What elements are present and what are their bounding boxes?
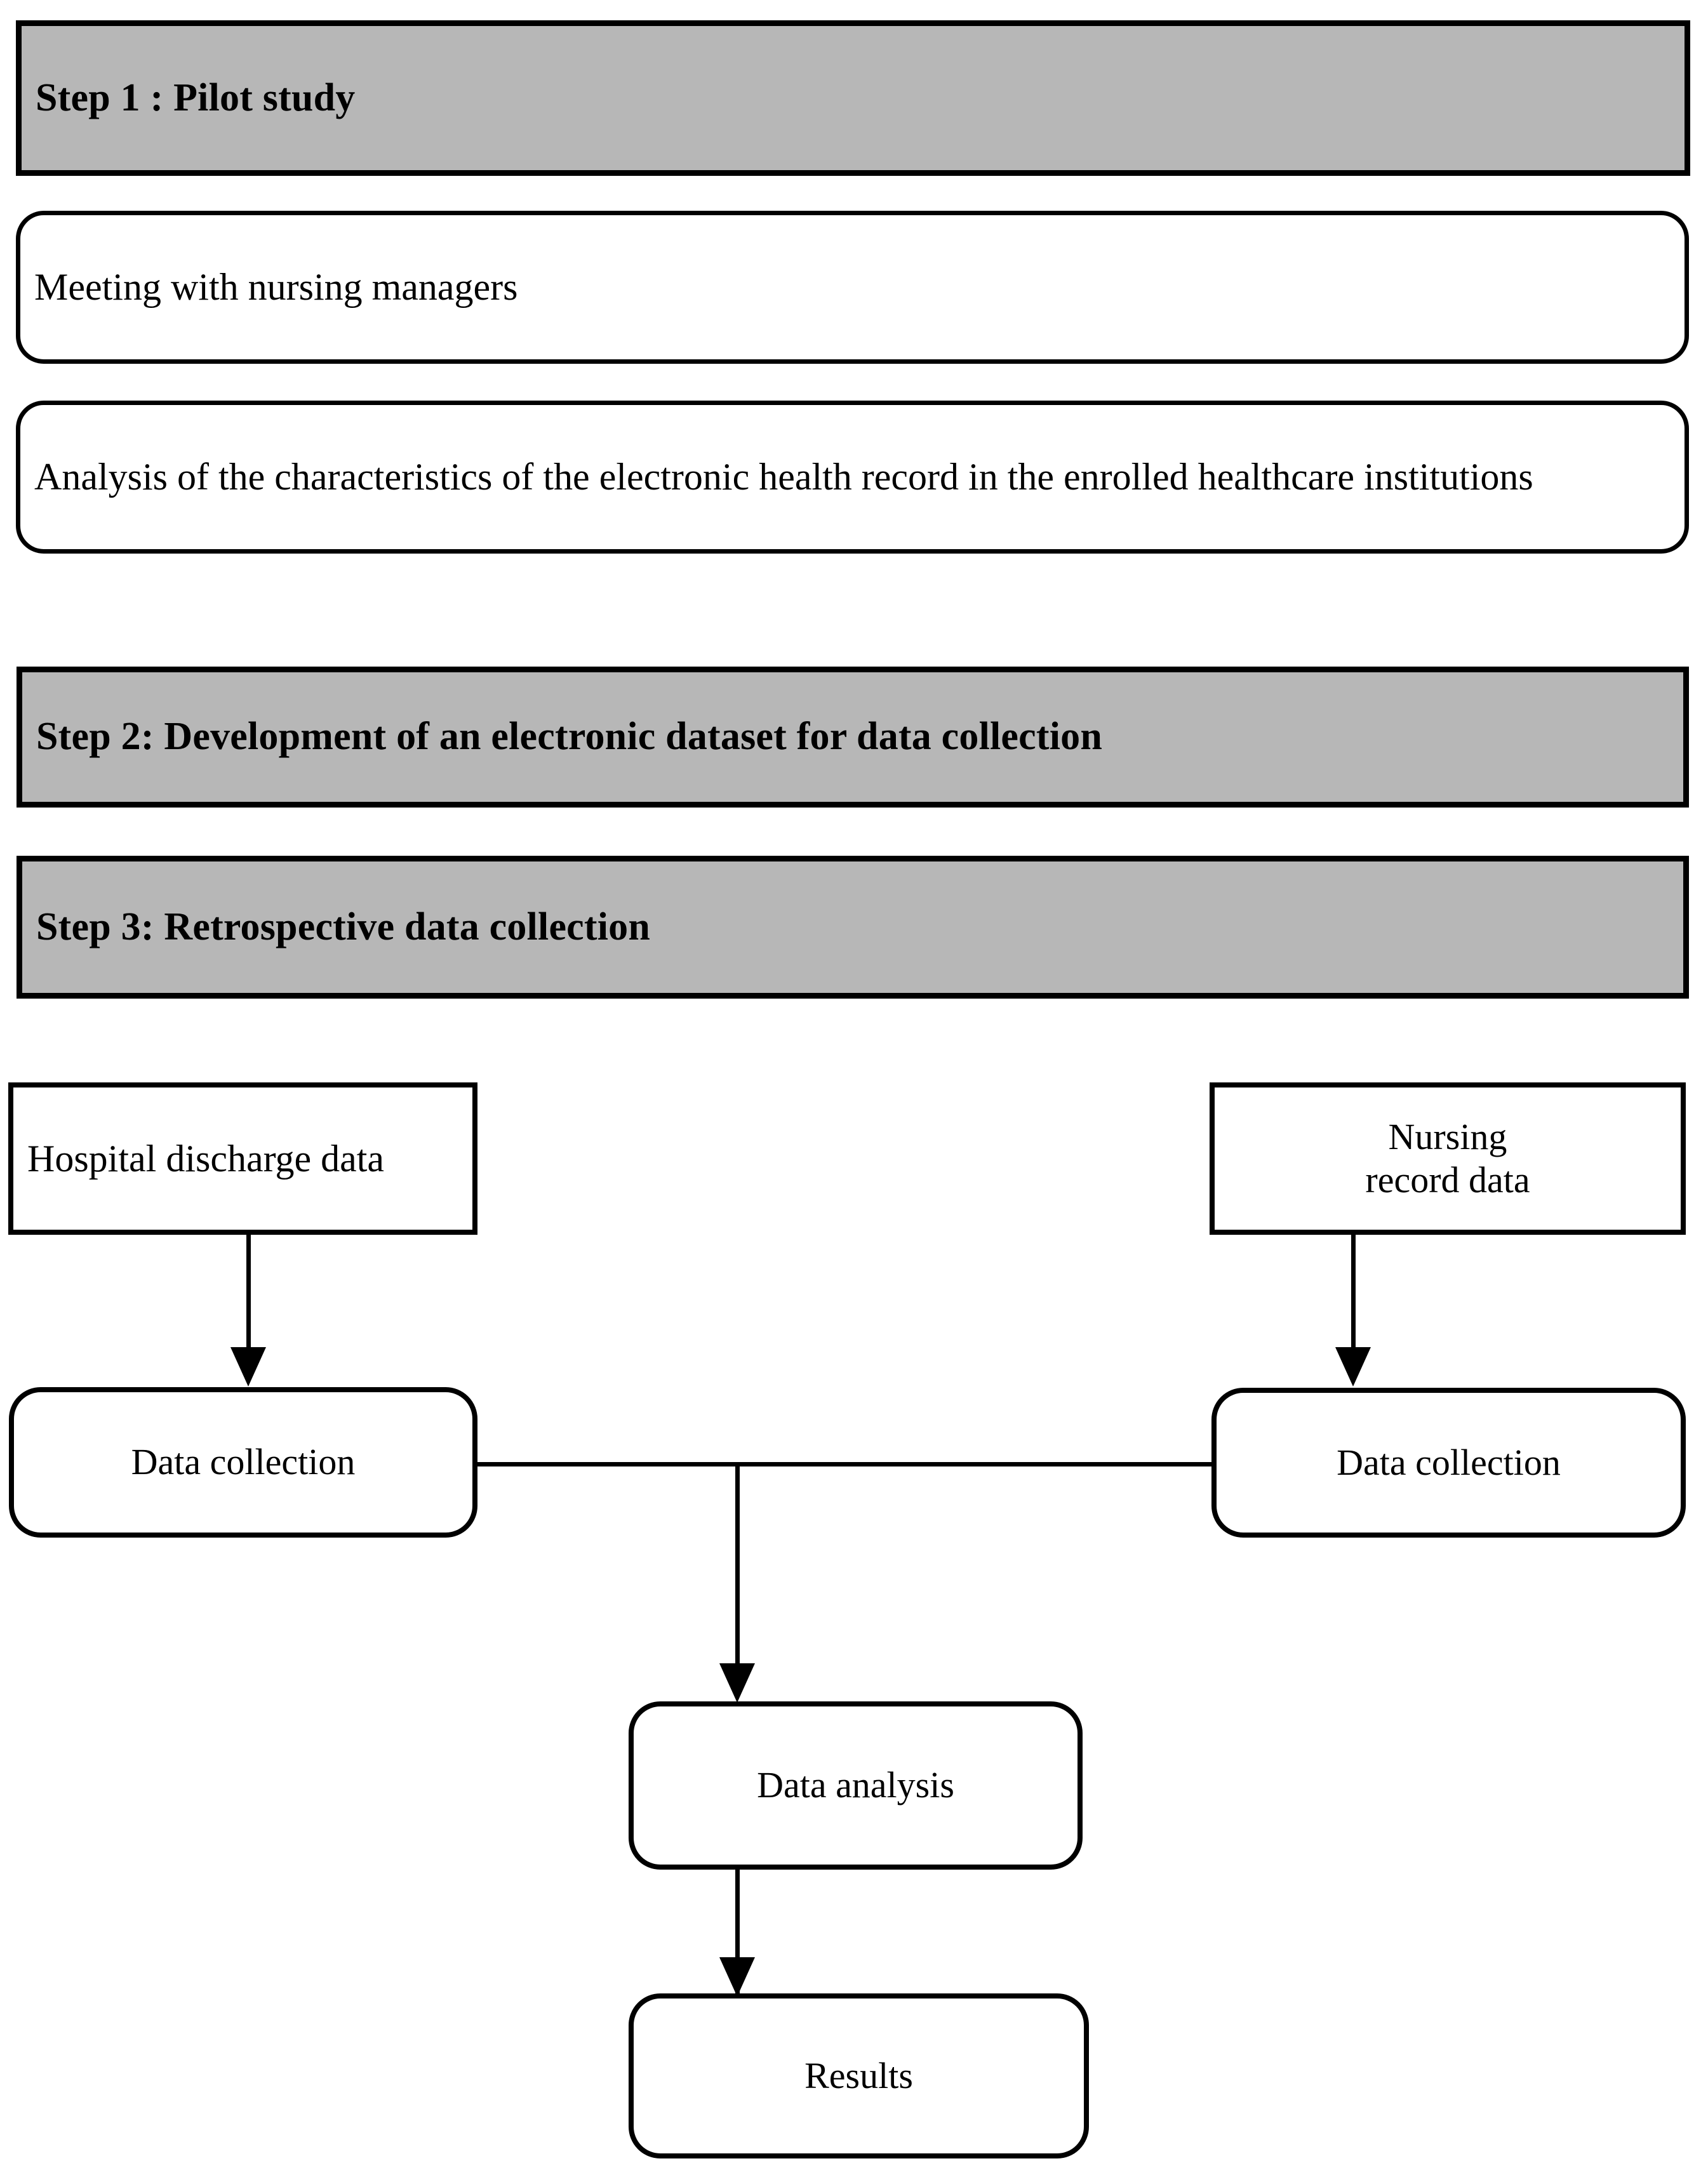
connector-junction-to-analysis-arrowhead: [719, 1663, 755, 1703]
node-label-meeting: Meeting with nursing managers: [34, 266, 518, 309]
node-nursing-record-data: Nursing record data: [1210, 1082, 1686, 1235]
step-1-header-bar: Step 1 : Pilot study: [16, 20, 1690, 176]
node-data-collection-right: Data collection: [1211, 1388, 1686, 1538]
node-label-ehr-analysis: Analysis of the characteristics of the e…: [34, 456, 1533, 498]
step-2-label: Step 2: Development of an electronic dat…: [36, 715, 1103, 759]
connector-hospital-to-collection-line: [246, 1235, 251, 1352]
connector-analysis-to-results-line: [735, 1870, 740, 1997]
node-meeting-with-nursing-managers: Meeting with nursing managers: [16, 211, 1689, 364]
node-label-data-collection-right: Data collection: [1337, 1441, 1561, 1483]
node-results: Results: [629, 1993, 1089, 2158]
step-3-header-bar: Step 3: Retrospective data collection: [17, 856, 1689, 999]
node-ehr-characteristics-analysis: Analysis of the characteristics of the e…: [16, 401, 1689, 554]
node-label-data-collection-left: Data collection: [131, 1441, 356, 1483]
node-data-collection-left: Data collection: [9, 1387, 477, 1538]
step-3-label: Step 3: Retrospective data collection: [36, 905, 651, 948]
node-label-hospital-discharge-data: Hospital discharge data: [27, 1137, 385, 1180]
connector-analysis-to-results-arrowhead: [719, 1957, 755, 1997]
connector-nursing-to-collection-arrowhead: [1335, 1347, 1371, 1387]
connector-collection-left-to-right: [475, 1462, 1215, 1466]
connector-hospital-to-collection-arrowhead: [230, 1347, 266, 1387]
node-label-nursing-line1: Nursing: [1388, 1115, 1507, 1157]
node-label-results: Results: [804, 2054, 913, 2096]
step-1-label: Step 1 : Pilot study: [36, 76, 356, 119]
connector-nursing-to-collection-line: [1351, 1235, 1356, 1352]
node-label-nursing-line2: record data: [1365, 1159, 1530, 1200]
node-label-data-analysis: Data analysis: [757, 1764, 954, 1806]
node-data-analysis: Data analysis: [629, 1701, 1083, 1870]
node-hospital-discharge-data: Hospital discharge data: [8, 1082, 477, 1235]
connector-junction-to-analysis-line: [735, 1462, 740, 1672]
step-2-header-bar: Step 2: Development of an electronic dat…: [17, 667, 1689, 808]
